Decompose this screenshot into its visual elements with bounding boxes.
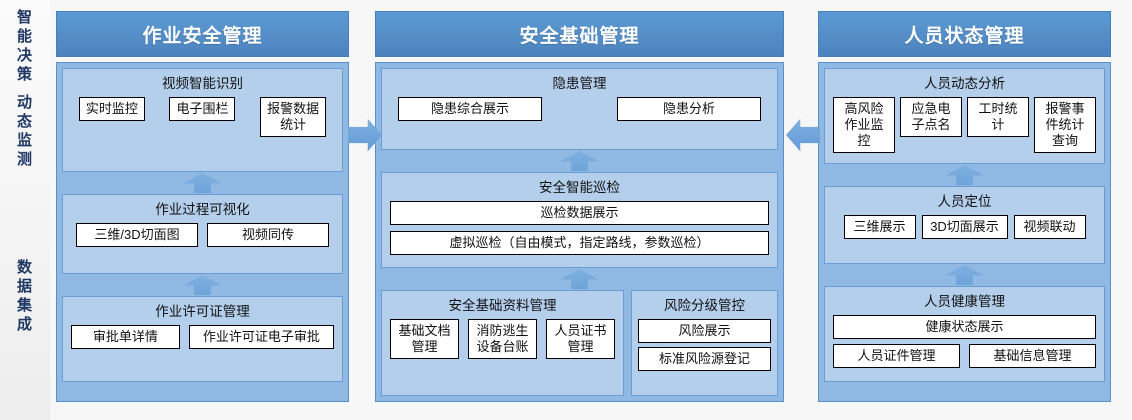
section-personnel-positioning[interactable]: 人员定位 三维展示 3D切面展示 视频联动: [824, 186, 1105, 264]
box-3d-display[interactable]: 三维展示: [843, 215, 916, 239]
column-body: 视频智能识别 实时监控 电子围栏 报警数据统计 作业过程可视化 三维/3D切面图…: [56, 62, 349, 402]
box-video-sync[interactable]: 视频同传: [207, 223, 329, 247]
column-header-title: 安全基础管理: [375, 11, 784, 57]
box-permit-e-approval[interactable]: 作业许可证电子审批: [188, 325, 334, 349]
section-title: 视频智能识别: [162, 76, 243, 91]
section-personnel-dynamic-analysis[interactable]: 人员动态分析 高风险作业监控 应急电子点名 工时统计 报警事件统计查询: [824, 68, 1105, 164]
box-high-risk-monitor[interactable]: 高风险作业监控: [833, 97, 895, 153]
rail-char: 测: [16, 151, 33, 168]
box-inspection-data[interactable]: 巡检数据展示: [390, 201, 769, 225]
box-alarm-event-query[interactable]: 报警事件统计查询: [1034, 97, 1096, 153]
box-row: 三维/3D切面图 视频同传: [71, 223, 334, 247]
rail-label-decision: 智 能 决 策 动 态 监 测: [0, 8, 50, 169]
column-body: 隐患管理 隐患综合展示 隐患分析 安全智能巡检 巡检数据展示 虚拟巡检（自由模式…: [375, 62, 784, 402]
box-fire-escape-ledger[interactable]: 消防逃生设备台账: [468, 319, 537, 359]
column-header-title: 作业安全管理: [56, 11, 349, 57]
box-standard-risk-registry[interactable]: 标准风险源登记: [638, 347, 771, 371]
box-row: 三维展示 3D切面展示 视频联动: [833, 215, 1096, 239]
section-title: 作业过程可视化: [155, 202, 250, 217]
up-arrow-icon: [62, 172, 343, 194]
left-rail: 智 能 决 策 动 态 监 测 数 据 集 成: [0, 0, 50, 420]
box-basic-info-management[interactable]: 基础信息管理: [969, 344, 1096, 368]
box-emergency-roll-call[interactable]: 应急电子点名: [900, 97, 962, 137]
box-3d-section-display[interactable]: 3D切面展示: [921, 215, 1008, 239]
section-bottom-row: 安全基础资料管理 基础文档管理 消防逃生设备台账 人员证书管理 风险分级管控 风…: [381, 290, 778, 396]
section-title: 安全智能巡检: [539, 180, 620, 195]
box-row: 基础文档管理 消防逃生设备台账 人员证书管理: [388, 319, 617, 359]
box-3d-section-view[interactable]: 三维/3D切面图: [76, 223, 198, 247]
column-header-title: 人员状态管理: [818, 11, 1111, 57]
box-hazard-overview[interactable]: 隐患综合展示: [398, 97, 542, 121]
up-arrow-icon: [824, 264, 1105, 286]
section-hazard-management[interactable]: 隐患管理 隐患综合展示 隐患分析: [381, 68, 778, 150]
section-risk-grading-control[interactable]: 风险分级管控 风险展示 标准风险源登记: [631, 290, 778, 396]
section-title: 人员定位: [937, 194, 992, 209]
box-alarm-statistics[interactable]: 报警数据统计: [260, 97, 327, 137]
box-electronic-fence[interactable]: 电子围栏: [169, 97, 236, 121]
box-video-linkage[interactable]: 视频联动: [1013, 215, 1086, 239]
rail-char: 监: [16, 132, 33, 149]
column-operation-safety: 作业安全管理 视频智能识别 实时监控 电子围栏 报警数据统计 作业过程可视化 三…: [56, 0, 349, 420]
box-row: 审批单详情 作业许可证电子审批: [71, 325, 334, 349]
section-title: 隐患管理: [552, 76, 607, 91]
section-title: 作业许可证管理: [155, 304, 250, 319]
box-personnel-certificate[interactable]: 人员证书管理: [546, 319, 615, 359]
rail-char: 策: [16, 66, 33, 83]
section-title: 安全基础资料管理: [448, 298, 557, 313]
section-smart-inspection[interactable]: 安全智能巡检 巡检数据展示 虚拟巡检（自由模式，指定路线，参数巡检）: [381, 172, 778, 268]
box-worktime-statistics[interactable]: 工时统计: [967, 97, 1029, 137]
box-row: 实时监控 电子围栏 报警数据统计: [71, 97, 334, 137]
rail-label-data-integration: 数 据 集 成: [0, 258, 50, 334]
rail-char: 智: [16, 9, 33, 26]
rail-char: 成: [16, 316, 33, 333]
section-personnel-health[interactable]: 人员健康管理 健康状态展示 人员证件管理 基础信息管理: [824, 286, 1105, 382]
up-arrow-icon: [62, 274, 343, 296]
section-work-permit[interactable]: 作业许可证管理 审批单详情 作业许可证电子审批: [62, 296, 343, 382]
box-hazard-analysis[interactable]: 隐患分析: [617, 97, 761, 121]
section-title: 风险分级管控: [664, 298, 745, 313]
section-title: 人员动态分析: [924, 76, 1005, 91]
box-row: 高风险作业监控 应急电子点名 工时统计 报警事件统计查询: [833, 97, 1096, 153]
box-virtual-inspection[interactable]: 虚拟巡检（自由模式，指定路线，参数巡检）: [390, 231, 769, 255]
rail-spacer: [0, 84, 50, 93]
rail-char: 集: [16, 297, 33, 314]
box-risk-display[interactable]: 风险展示: [638, 319, 771, 343]
box-approval-detail[interactable]: 审批单详情: [71, 325, 180, 349]
section-process-visualization[interactable]: 作业过程可视化 三维/3D切面图 视频同传: [62, 194, 343, 274]
box-realtime-monitor[interactable]: 实时监控: [78, 97, 145, 121]
rail-char: 数: [16, 259, 33, 276]
left-arrow-icon: [786, 118, 820, 152]
box-health-status-display[interactable]: 健康状态展示: [833, 315, 1096, 339]
box-row: 隐患综合展示 隐患分析: [390, 97, 769, 121]
rail-char: 据: [16, 278, 33, 295]
section-title: 人员健康管理: [924, 294, 1005, 309]
column-personnel-status: 人员状态管理 人员动态分析 高风险作业监控 应急电子点名 工时统计 报警事件统计…: [818, 0, 1111, 420]
section-basic-data-management[interactable]: 安全基础资料管理 基础文档管理 消防逃生设备台账 人员证书管理: [381, 290, 624, 396]
rail-char: 态: [16, 113, 33, 130]
box-personnel-id-management[interactable]: 人员证件管理: [833, 344, 960, 368]
rail-char: 能: [16, 28, 33, 45]
up-arrow-icon: [381, 150, 778, 172]
rail-char: 动: [16, 94, 33, 111]
column-safety-foundation: 安全基础管理 隐患管理 隐患综合展示 隐患分析 安全智能巡检 巡检数据展示 虚拟…: [375, 0, 784, 420]
up-arrow-icon: [381, 268, 778, 290]
right-arrow-icon: [348, 118, 382, 152]
up-arrow-icon: [824, 164, 1105, 186]
box-row: 人员证件管理 基础信息管理: [833, 344, 1096, 368]
box-document-management[interactable]: 基础文档管理: [390, 319, 459, 359]
section-video-recognition[interactable]: 视频智能识别 实时监控 电子围栏 报警数据统计: [62, 68, 343, 172]
rail-char: 决: [16, 47, 33, 64]
column-body: 人员动态分析 高风险作业监控 应急电子点名 工时统计 报警事件统计查询 人员定位…: [818, 62, 1111, 402]
